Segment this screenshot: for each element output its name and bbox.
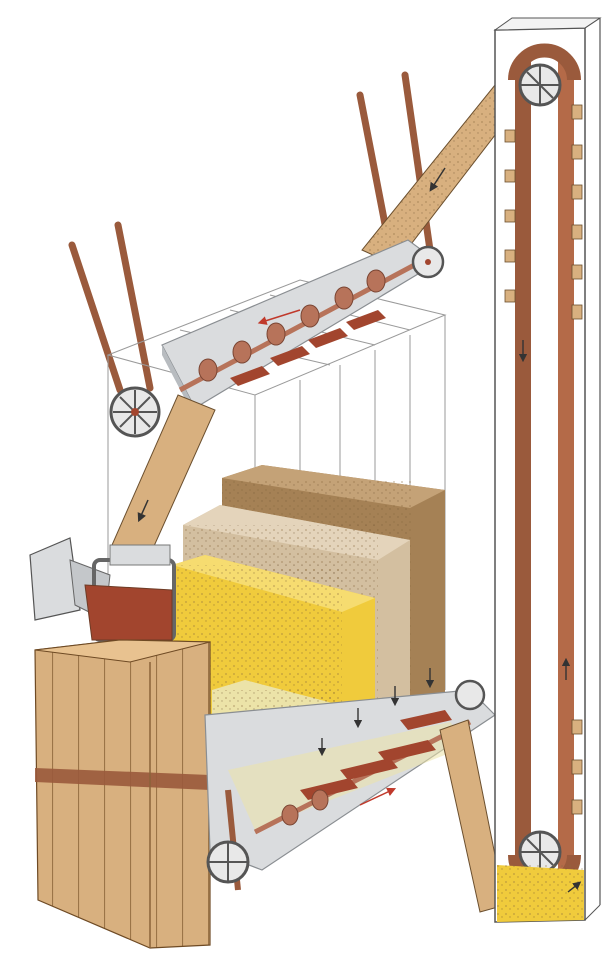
bagging-hopper — [29, 537, 176, 642]
upper-drive-pulley-left — [109, 386, 161, 438]
lower-screw-conveyor — [204, 668, 496, 871]
bucket-elevator — [493, 17, 602, 923]
lower-drive-pulley — [206, 679, 486, 891]
upper-drive-pulley-right — [411, 245, 445, 279]
wooden-crate — [34, 639, 211, 949]
upper-screw-conveyor — [161, 239, 440, 418]
